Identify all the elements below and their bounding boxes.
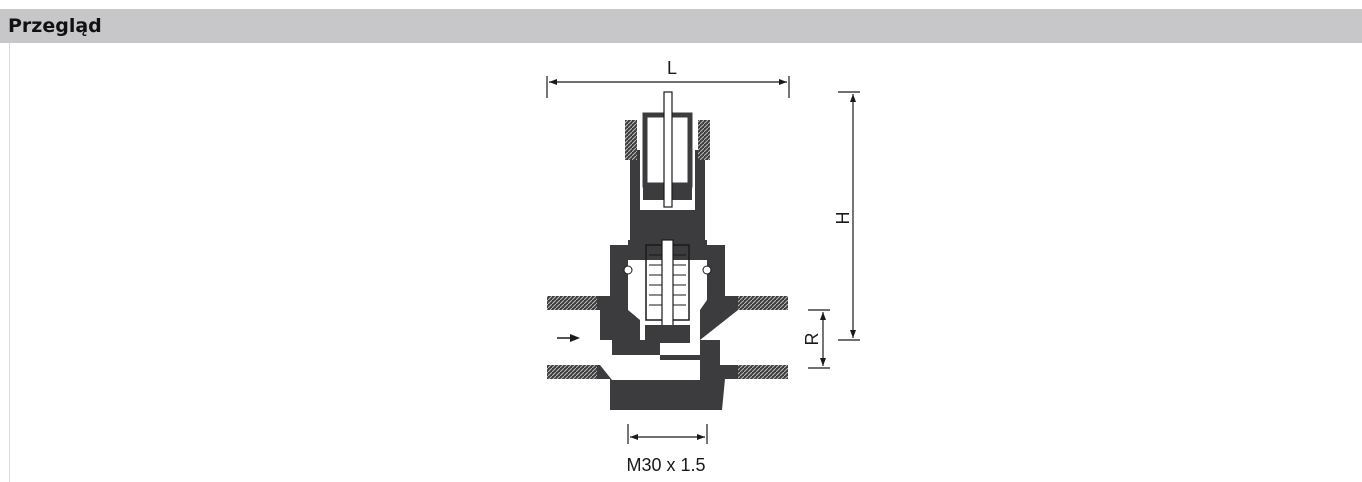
dimension-thread-label: M30 x 1.5: [626, 455, 705, 475]
dimension-r: R: [802, 309, 830, 369]
dimension-r-label: R: [802, 333, 822, 346]
dimension-h-label: H: [833, 212, 853, 225]
valve-body: [547, 91, 788, 410]
section-title: Przegląd: [8, 15, 102, 37]
flow-arrow-icon: [557, 334, 580, 342]
content-border: [9, 43, 10, 482]
dimension-l-label: L: [667, 58, 677, 78]
top-strip: [0, 0, 1362, 9]
section-header[interactable]: Przegląd: [0, 9, 1362, 43]
dimension-h: H: [833, 91, 860, 341]
dimension-thread: M30 x 1.5: [626, 424, 708, 475]
dimension-l: L: [546, 58, 790, 98]
